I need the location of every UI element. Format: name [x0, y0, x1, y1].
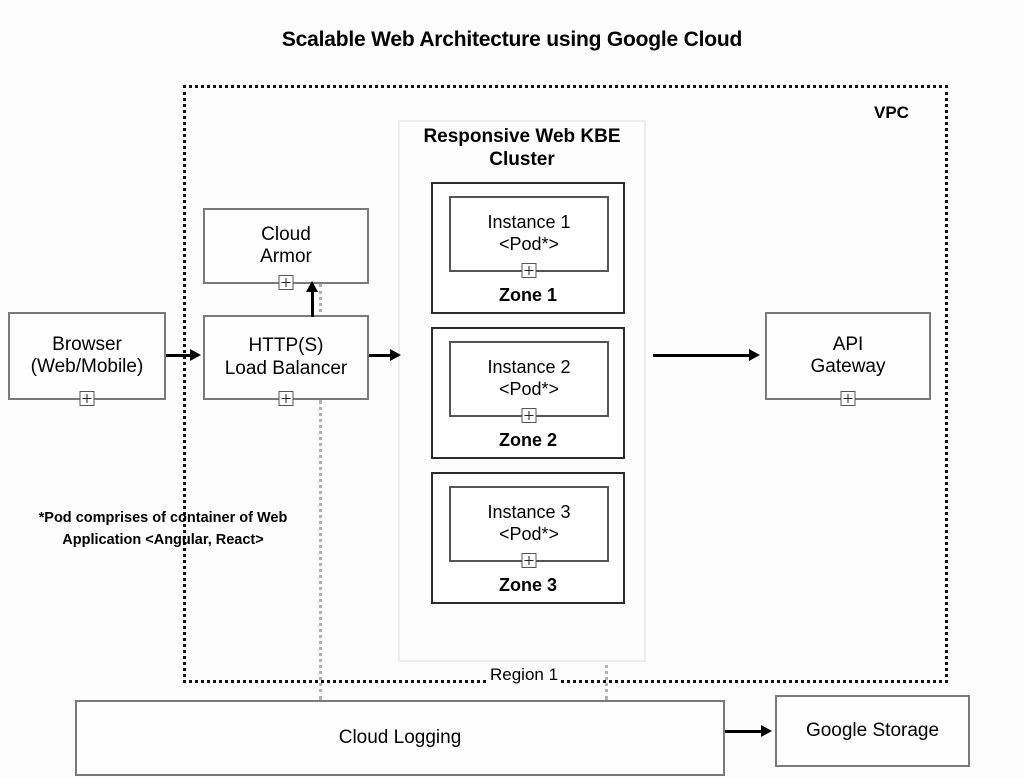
footnote-line1: *Pod comprises of container of — [38, 510, 253, 526]
api-gateway-label-line2: Gateway — [810, 356, 886, 377]
load-balancer-label-line1: HTTP(S) — [248, 335, 324, 357]
instance-2-pod: <Pod*> — [498, 379, 560, 399]
google-storage-label: Google Storage — [805, 719, 940, 741]
browser-label-line2: (Web/Mobile) — [30, 356, 144, 377]
cluster-title: Responsive Web KBE Cluster — [398, 126, 646, 172]
arrow-cluster-to-api-head — [749, 349, 760, 361]
zone-1-label: Zone 1 — [498, 285, 557, 305]
expand-handle-instance-1[interactable] — [521, 263, 537, 278]
arrow-browser-to-lb-line — [166, 354, 192, 357]
dotted-connector-cluster-logging — [605, 640, 608, 700]
arrow-lb-to-cluster-head — [390, 349, 401, 361]
instance-1-name: Instance 1 — [487, 212, 571, 233]
load-balancer-label-line2: Load Balancer — [224, 357, 348, 379]
browser-label-line1: Browser — [52, 333, 122, 355]
arrow-lb-to-armor-line — [311, 289, 314, 317]
cloud-logging-label: Cloud Logging — [338, 726, 462, 748]
expand-handle-cloud-armor[interactable] — [278, 275, 294, 290]
arrow-lb-to-cluster-line — [369, 354, 393, 357]
node-cloud-logging[interactable]: Cloud Logging — [75, 700, 725, 776]
footnote-line2: Web Application <Angular, React> — [62, 510, 288, 548]
node-cloud-armor[interactable]: Cloud Armor — [203, 208, 369, 290]
page-title: Scalable Web Architecture using Google C… — [281, 28, 743, 51]
expand-handle-api-gateway[interactable] — [840, 391, 856, 406]
instance-1-pod: <Pod*> — [498, 234, 560, 254]
node-browser[interactable]: Browser (Web/Mobile) — [8, 312, 166, 406]
zone-3: Instance 3 <Pod*> Zone 3 — [431, 472, 625, 604]
expand-handle-instance-3[interactable] — [521, 553, 537, 568]
expand-handle-load-balancer[interactable] — [278, 391, 294, 406]
node-api-gateway[interactable]: API Gateway — [765, 312, 931, 406]
cluster-title-line2: KBE Cluster — [489, 126, 621, 170]
vpc-boundary — [183, 85, 948, 683]
expand-handle-browser[interactable] — [79, 391, 95, 406]
cloud-armor-label-line2: Armor — [260, 246, 312, 267]
arrow-logging-to-storage-line — [725, 730, 763, 733]
zone-2: Instance 2 <Pod*> Zone 2 — [431, 327, 625, 459]
expand-handle-instance-2[interactable] — [521, 408, 537, 423]
arrow-lb-to-armor-head — [306, 281, 318, 292]
zone-2-label: Zone 2 — [498, 430, 557, 450]
instance-2-name: Instance 2 — [487, 357, 571, 378]
arrow-logging-to-storage-head — [761, 725, 772, 737]
dotted-connector-lb-logging — [319, 400, 322, 700]
kbe-cluster-container: Instance 1 <Pod*> Zone 1 Instance 2 <Pod… — [398, 120, 646, 662]
instance-3-name: Instance 3 — [487, 502, 571, 523]
arrow-cluster-to-api-line — [653, 354, 751, 357]
instance-3: Instance 3 <Pod*> — [449, 486, 609, 568]
footnote: *Pod comprises of container of Web Appli… — [8, 508, 318, 552]
zone-3-label: Zone 3 — [498, 575, 557, 595]
cloud-armor-label-line1: Cloud — [261, 223, 311, 245]
vpc-label: VPC — [874, 103, 909, 122]
instance-2: Instance 2 <Pod*> — [449, 341, 609, 423]
node-google-storage[interactable]: Google Storage — [775, 695, 970, 767]
zone-1: Instance 1 <Pod*> Zone 1 — [431, 182, 625, 314]
arrow-browser-to-lb-head — [190, 349, 201, 361]
node-load-balancer[interactable]: HTTP(S) Load Balancer — [203, 315, 369, 406]
api-gateway-label-line1: API — [832, 333, 864, 355]
instance-1: Instance 1 <Pod*> — [449, 196, 609, 278]
instance-3-pod: <Pod*> — [498, 524, 560, 544]
cluster-title-line1: Responsive Web — [423, 126, 576, 147]
region-label: Region 1 — [487, 665, 562, 685]
